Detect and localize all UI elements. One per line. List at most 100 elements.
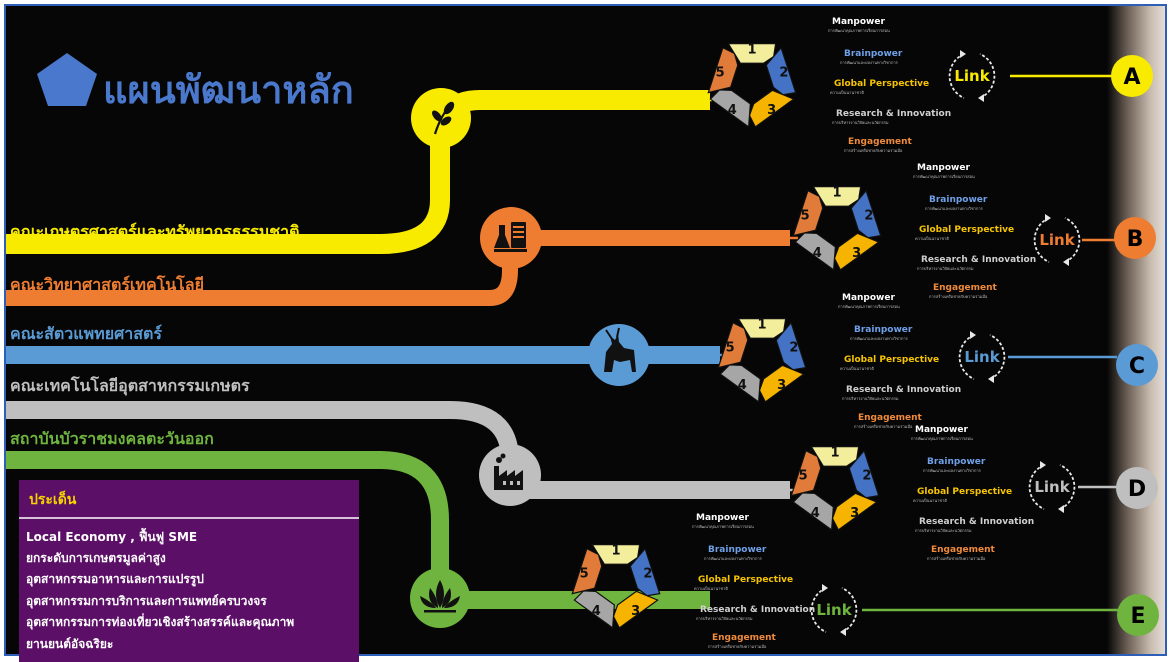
- pentagon-number-3: 3: [777, 378, 786, 393]
- pillar-title: Brainpower: [708, 545, 767, 555]
- pillar-subtitle: การพัฒนาและผลงานทางวิชาการ: [925, 206, 984, 211]
- cycle-arrow-left: [1028, 464, 1045, 510]
- faculty-label-e: สถาบันบัวราชมงคลตะวันออก: [10, 429, 214, 448]
- pentagon-segment-2: [765, 46, 797, 96]
- pentagon-segment-1: [591, 544, 641, 565]
- curve-green: [6, 451, 710, 609]
- pentagon-number-2: 2: [789, 341, 798, 356]
- arrow-head: [1045, 214, 1051, 222]
- pillar-subtitle: การสร้างเครือข่ายกับความร่วมมือ: [708, 644, 767, 649]
- pentagon-number-4: 4: [738, 378, 747, 393]
- pillar-title: Manpower: [842, 293, 895, 303]
- pentagon-number-4: 4: [813, 246, 822, 261]
- pillar-title: Engagement: [712, 633, 777, 643]
- pillar-title: Brainpower: [927, 457, 986, 467]
- pillar-subtitle: การบริหารงานวิจัยและนวัตกรรม: [915, 528, 972, 533]
- pentagon-segment-2: [629, 547, 661, 597]
- cycle-arrow-left: [1033, 217, 1050, 263]
- issues-box: ประเด็น Local Economy , ฟื้นฟู SME ยกระด…: [19, 480, 359, 662]
- pentagon-segment-5: [792, 189, 824, 237]
- pentagon-number-3: 3: [850, 506, 859, 521]
- pentagon-number-3: 3: [631, 604, 640, 619]
- pentagon-number-1: 1: [830, 446, 839, 461]
- pillar-title: Engagement: [848, 137, 913, 147]
- pillar-subtitle: ความเป็นนานาชาติ: [840, 365, 874, 371]
- pentagon-number-5: 5: [799, 469, 808, 484]
- pillar-subtitle: การพัฒนาและผลงานทางวิชาการ: [850, 336, 909, 341]
- pillar-subtitle: ความเป็นนานาชาติ: [913, 497, 947, 503]
- cycle-arrow-left: [958, 334, 975, 380]
- vet-circle: [588, 324, 650, 386]
- faculty-label-a: คณะเกษตรศาสตร์และทรัพยากรธรรมชาติ: [10, 222, 300, 241]
- pentagon-segment-5: [717, 321, 749, 369]
- pillar-title: Research & Innovation: [836, 109, 951, 119]
- faculty-tag-c: C: [1116, 344, 1158, 386]
- link-icon-a: Link: [948, 50, 996, 102]
- pentagon-number-4: 4: [811, 506, 820, 521]
- pillar-title: Engagement: [933, 283, 998, 293]
- plant-circle: [411, 88, 471, 148]
- pillar-title: Brainpower: [854, 325, 913, 335]
- pillar-title: Manpower: [696, 513, 749, 523]
- pillar-subtitle: ความเป็นนานาชาติ: [694, 585, 728, 591]
- pillar-title: Research & Innovation: [700, 605, 815, 615]
- pillar-subtitle: ความเป็นนานาชาติ: [830, 89, 864, 95]
- pillar-title: Engagement: [931, 545, 996, 555]
- cycle-arrow-right: [1059, 464, 1076, 510]
- pentagon-segment-3: [833, 232, 880, 271]
- issue-item-1: Local Economy , ฟื้นฟู SME: [26, 527, 197, 545]
- pillar-subtitle: การพัฒนาคุณภาพการเรียนการสอน: [692, 524, 754, 530]
- pillar-title: Brainpower: [844, 49, 903, 59]
- pentagon-segment-2: [850, 189, 882, 239]
- factory-icon: [494, 453, 523, 490]
- link-label: Link: [1039, 231, 1075, 249]
- pentagon-segment-4: [792, 492, 834, 531]
- pillar-subtitle: ความเป็นนานาชาติ: [915, 235, 949, 241]
- faculty-tag-a: A: [1111, 55, 1153, 97]
- pentagon-segment-1: [727, 43, 777, 64]
- pillar-subtitle: การสร้างเครือข่ายกับความร่วมมือ: [854, 424, 913, 429]
- pillar-labels-d: ManpowerการพัฒนาคุณภาพการเรียนการสอนBrai…: [911, 425, 1034, 561]
- pillar-title: Manpower: [915, 425, 968, 435]
- link-icon-e: Link: [810, 584, 858, 636]
- pillar-labels-b: ManpowerการพัฒนาคุณภาพการเรียนการสอนBrai…: [913, 163, 1036, 299]
- cycle-arrow-right: [979, 53, 996, 99]
- pillar-subtitle: การสร้างเครือข่ายกับความร่วมมือ: [929, 294, 988, 299]
- pillar-labels-a: ManpowerการพัฒนาคุณภาพการเรียนการสอนBrai…: [828, 17, 951, 153]
- pillar-title: Global Perspective: [917, 487, 1012, 497]
- link-label: Link: [964, 348, 1000, 366]
- pillar-title: Manpower: [832, 17, 885, 27]
- veterinary-animal-icon: [604, 327, 636, 372]
- faculty-tag-b: B: [1114, 217, 1156, 259]
- faculty-tag-e: E: [1117, 594, 1159, 636]
- pillar-subtitle: การพัฒนาคุณภาพการเรียนการสอน: [838, 304, 900, 310]
- pentagon-number-1: 1: [832, 186, 841, 201]
- pentagon-segment-5: [571, 547, 603, 595]
- pentagon-segment-2: [775, 321, 807, 371]
- pillar-subtitle: การพัฒนาคุณภาพการเรียนการสอน: [913, 174, 975, 180]
- pentagon-segment-1: [810, 446, 860, 467]
- pillar-title: Global Perspective: [834, 79, 929, 89]
- page-title: แผนพัฒนาหลัก: [103, 68, 354, 112]
- pentagon-segment-4: [573, 590, 615, 629]
- pillar-subtitle: การพัฒนาและผลงานทางวิชาการ: [840, 60, 899, 65]
- cycle-arrow-left: [810, 587, 827, 633]
- pentagon-segment-5: [790, 449, 822, 497]
- arrow-head: [822, 584, 828, 592]
- pentagon-segment-2: [848, 449, 880, 499]
- pentagon-number-2: 2: [862, 469, 871, 484]
- curve-orange: [6, 230, 790, 306]
- pillar-subtitle: การบริหารงานวิจัยและนวัตกรรม: [917, 266, 974, 271]
- pentagon-segment-3: [758, 364, 805, 403]
- pentagon-icon: [37, 53, 97, 106]
- issue-item-4: อุตสาหกรรมการบริการและการแพทย์ครบวงจร: [26, 594, 267, 609]
- pillar-title: Global Perspective: [698, 575, 793, 585]
- science-lab-icon: [494, 222, 527, 252]
- pentagon-cycle-d: 1 2 3 4 5: [790, 446, 880, 531]
- pillar-title: Brainpower: [929, 195, 988, 205]
- arrow-head: [1040, 461, 1046, 469]
